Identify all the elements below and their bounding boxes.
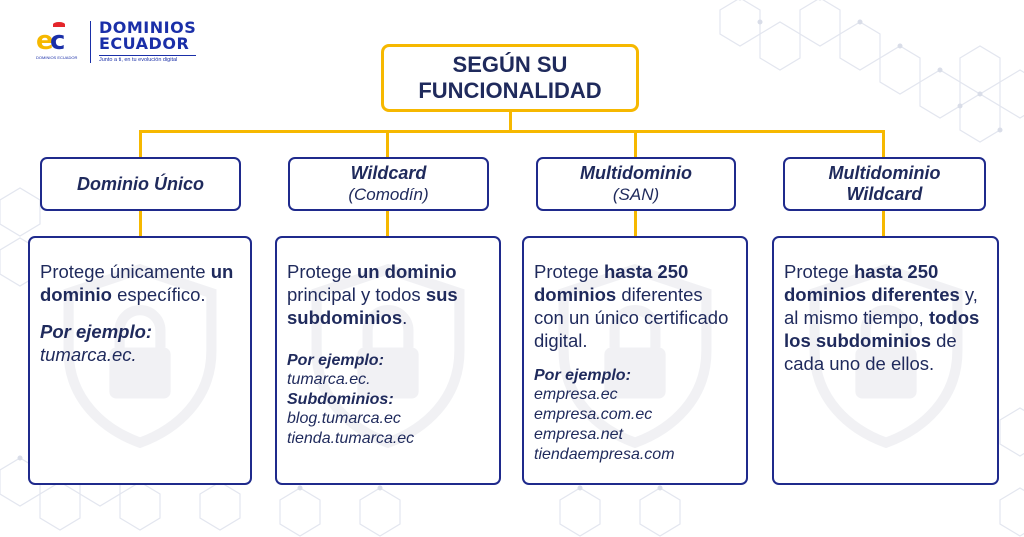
desc-part: Protege	[784, 261, 854, 282]
desc-part: específico.	[111, 284, 206, 305]
detail-card-wildcard: Protege un dominio principal y todos sus…	[275, 236, 501, 485]
example-item: tumarca.ec.	[40, 344, 137, 365]
desc-part-bold: un dominio	[356, 261, 457, 282]
logo-brand-line1: DOMINIOS	[99, 18, 197, 38]
category-title: Multidominio	[580, 163, 692, 183]
desc-part: principal y todos	[287, 284, 426, 305]
category-box-multidominio: Multidominio (SAN)	[536, 157, 736, 211]
logo-text: DOMINIOS ECUADOR Junto a ti, en tu evolu…	[99, 18, 197, 64]
category-title: Dominio Único	[77, 173, 204, 194]
category-title: Wildcard	[350, 163, 427, 183]
connector-to-cat-3	[634, 130, 637, 158]
example-item: tumarca.ec.	[287, 371, 371, 388]
subdomain-item: blog.tumarca.ec	[287, 410, 401, 427]
shield-lock-icon	[63, 263, 217, 448]
example-item: empresa.net	[534, 426, 623, 443]
desc-part: Protege únicamente	[40, 261, 211, 282]
example-item: tiendaempresa.com	[534, 446, 675, 463]
desc-part-bold: hasta 250 dominios	[534, 261, 689, 305]
root-title-line1: SEGÚN SU	[452, 52, 568, 77]
desc-part: .	[402, 307, 408, 328]
desc-part: de cada uno de ellos.	[784, 330, 957, 374]
category-subtitle: (Comodín)	[348, 185, 429, 204]
example-heading: Por ejemplo:	[287, 352, 384, 369]
brand-logo: e c DOMINIOS ECUADOR DOMINIOS ECUADOR Ju…	[36, 18, 197, 66]
example-item: empresa.ec	[534, 386, 618, 403]
subdomains-heading: Subdominios:	[287, 391, 394, 408]
detail-card-dominio-unico: Protege únicamente un dominio específico…	[28, 236, 252, 485]
logo-divider	[90, 21, 91, 63]
connector-to-cat-4	[882, 130, 885, 158]
logo-mark-subtext: DOMINIOS ECUADOR	[36, 55, 78, 60]
desc-part: Protege	[534, 261, 604, 282]
example-heading: Por ejemplo:	[534, 367, 631, 384]
card-description: Protege hasta 250 dominios diferentes y,…	[784, 260, 987, 375]
category-box-dominio-unico: Dominio Único	[40, 157, 241, 211]
detail-card-multidominio: Protege hasta 250 dominios diferentes co…	[522, 236, 748, 485]
subdomain-item: tienda.tumarca.ec	[287, 430, 415, 447]
category-title: Multidominio Wildcard	[828, 163, 941, 204]
card-description: Protege hasta 250 dominios diferentes co…	[534, 260, 736, 352]
example-heading: Por ejemplo:	[40, 321, 153, 342]
example-item: empresa.com.ec	[534, 406, 653, 423]
card-description: Protege un dominio principal y todos sus…	[287, 260, 489, 329]
category-box-multidominio-wildcard: Multidominio Wildcard	[783, 157, 986, 211]
desc-part: y, al mismo tiempo,	[784, 284, 978, 328]
category-box-wildcard: Wildcard (Comodín)	[288, 157, 489, 211]
category-subtitle: (SAN)	[612, 185, 660, 204]
root-title-line2: FUNCIONALIDAD	[418, 78, 602, 103]
shield-lock-icon	[809, 263, 962, 448]
card-description: Protege únicamente un dominio específico…	[40, 260, 240, 306]
shield-lock-icon	[311, 263, 465, 448]
logo-tagline: Junto a ti, en tu evolución digital	[99, 55, 197, 64]
connector-cat-3-card	[634, 211, 637, 237]
connector-to-cat-1	[139, 130, 142, 158]
detail-card-multidominio-wildcard: Protege hasta 250 dominios diferentes y,…	[772, 236, 999, 485]
desc-part: diferentes con un único certificado digi…	[534, 284, 729, 351]
ec-logo-mark: e c DOMINIOS ECUADOR	[36, 22, 78, 62]
connector-to-cat-2	[386, 130, 389, 158]
connector-root-down	[509, 112, 512, 132]
logo-brand-line2: ECUADOR	[99, 34, 190, 54]
desc-part-bold: hasta 250 dominios diferentes	[784, 261, 960, 305]
connector-cat-1-card	[139, 211, 142, 237]
desc-part-bold: un dominio	[40, 261, 234, 305]
logo-letter-c: c	[50, 26, 66, 56]
desc-part: Protege	[287, 261, 357, 282]
desc-part-bold: todos los subdominios	[784, 307, 980, 351]
shield-lock-icon	[558, 263, 712, 448]
root-node-title: SEGÚN SU FUNCIONALIDAD	[381, 44, 639, 112]
desc-part-bold: sus subdominios	[287, 284, 458, 328]
connector-horizontal	[139, 130, 885, 133]
logo-dot	[53, 22, 65, 27]
connector-cat-2-card	[386, 211, 389, 237]
logo-letter-e: e	[36, 26, 54, 56]
connector-cat-4-card	[882, 211, 885, 237]
